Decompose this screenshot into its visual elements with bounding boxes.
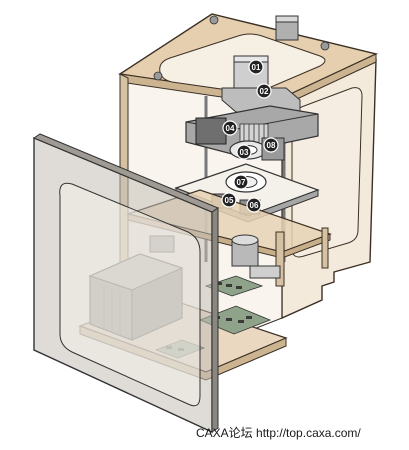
callout-label: 07 — [237, 178, 246, 187]
callout-label: 08 — [267, 141, 276, 150]
callout-04: 04 — [222, 120, 238, 136]
callout-05: 05 — [221, 192, 237, 208]
callout-circle — [246, 197, 262, 213]
callout-08: 08 — [263, 137, 279, 153]
cooling-fan — [195, 117, 227, 145]
callout-07: 07 — [233, 174, 249, 190]
front-door-panel — [32, 133, 220, 434]
callout-circle — [263, 137, 279, 153]
callout-circle — [221, 192, 237, 208]
watermark-site: CAXA论坛 — [196, 426, 253, 440]
watermark-url: http://top.caxa.com/ — [256, 426, 361, 440]
spool-holder — [275, 19, 299, 41]
belt-pulley — [249, 265, 281, 279]
callout-circle — [236, 144, 252, 160]
callout-circle — [256, 83, 272, 99]
callout-06: 06 — [246, 197, 262, 213]
callout-label: 01 — [252, 63, 261, 72]
callout-label: 02 — [260, 87, 269, 96]
callout-circle — [248, 59, 264, 75]
callout-circle — [233, 174, 249, 190]
callout-circle — [222, 120, 238, 136]
callout-03: 03 — [236, 144, 252, 160]
door-window — [59, 182, 201, 407]
callout-label: 03 — [240, 148, 249, 157]
site-watermark: CAXA论坛 http://top.caxa.com/ — [196, 424, 361, 441]
callout-markers: 01 02 03 04 05 06 07 08 — [221, 59, 279, 213]
callout-label: 04 — [226, 124, 235, 133]
callout-01: 01 — [248, 59, 264, 75]
callout-label: 06 — [250, 201, 259, 210]
callout-label: 05 — [225, 196, 234, 205]
callout-02: 02 — [256, 83, 272, 99]
